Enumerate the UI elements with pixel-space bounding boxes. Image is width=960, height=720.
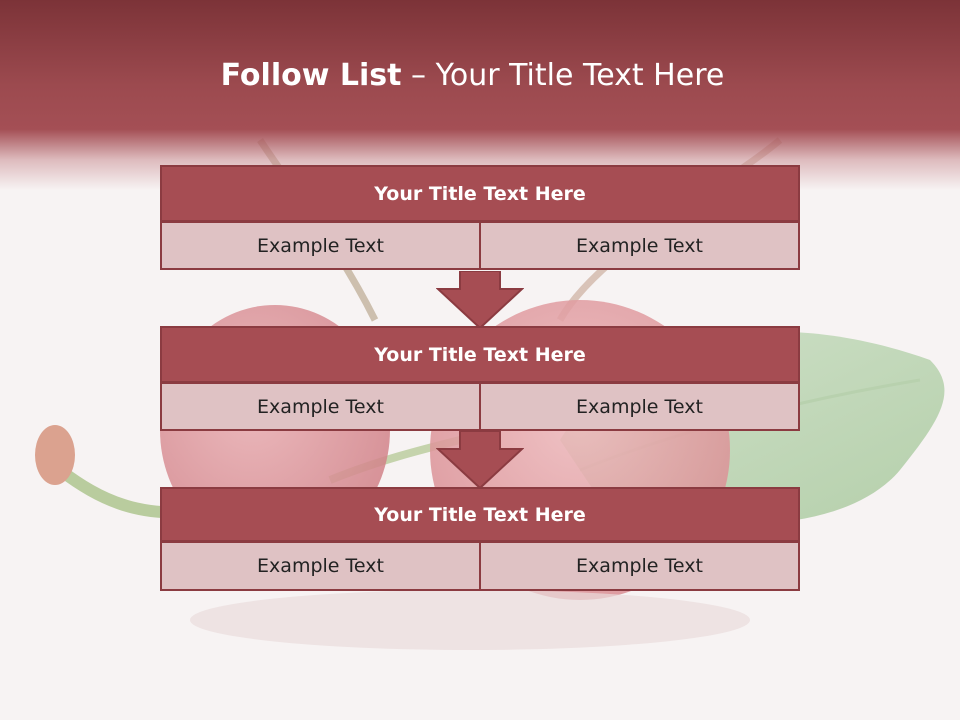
title-rest-part: Your Title Text Here <box>435 58 725 93</box>
block-cell-left: Example Text <box>160 221 481 270</box>
title-bold-part: Follow List <box>220 58 402 93</box>
block-row: Example Text Example Text <box>160 382 800 431</box>
block-row: Example Text Example Text <box>160 541 800 591</box>
block-cell-right: Example Text <box>481 541 800 591</box>
list-block-1: Your Title Text Here Example Text Exampl… <box>160 165 800 270</box>
title-banner <box>0 0 960 190</box>
block-title: Your Title Text Here <box>160 487 800 542</box>
title-separator: – <box>401 58 436 93</box>
down-arrow-icon <box>436 271 524 330</box>
block-cell-right: Example Text <box>481 382 800 431</box>
block-cell-right: Example Text <box>481 221 800 270</box>
list-block-2: Your Title Text Here Example Text Exampl… <box>160 326 800 431</box>
block-title: Your Title Text Here <box>160 326 800 383</box>
list-block-3: Your Title Text Here Example Text Exampl… <box>160 487 800 591</box>
block-cell-left: Example Text <box>160 541 481 591</box>
down-arrow-icon <box>436 431 524 490</box>
block-row: Example Text Example Text <box>160 221 800 270</box>
block-cell-left: Example Text <box>160 382 481 431</box>
block-title: Your Title Text Here <box>160 165 800 222</box>
slide-title: Follow List – Your Title Text Here <box>0 52 945 100</box>
